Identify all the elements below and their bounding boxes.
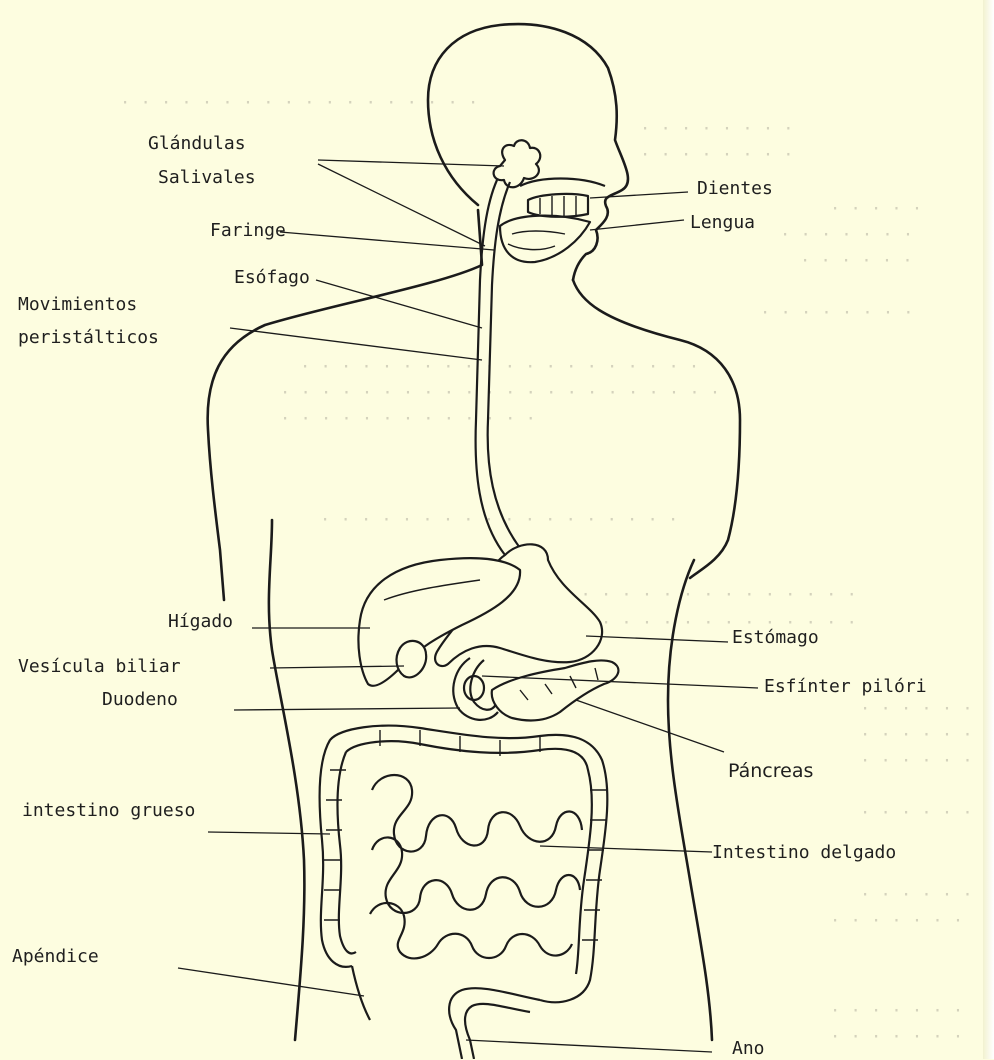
rectum-shape	[449, 988, 540, 1059]
torso-outline-left	[269, 520, 305, 1040]
svg-text:· · · · · · · ·: · · · · · · · ·	[640, 145, 794, 165]
svg-text:· · · · · · · · · · · · · · ·: · · · · · · · · · · · · · · · · · ·	[120, 93, 478, 113]
label-vesicula-biliar: Vesícula biliar	[18, 656, 181, 678]
leader-intestino-grueso	[208, 832, 330, 834]
appendix-shape	[352, 966, 370, 1020]
svg-text:· · · · · · · · · · · · ·: · · · · · · · · · · · · ·	[280, 409, 536, 429]
head-outline	[428, 24, 628, 280]
svg-text:· · · · · ·: · · · · · ·	[860, 751, 973, 771]
svg-text:· · · · · · · · · · · · · · ·: · · · · · · · · · · · · · · · · · · · · …	[280, 383, 720, 403]
label-glandulas-salivales-1: Glándulas	[148, 133, 246, 155]
large-intestine	[320, 726, 608, 1003]
svg-text:· · · · · ·: · · · · · ·	[860, 803, 973, 823]
label-intestino-delgado: Intestino delgado	[712, 842, 896, 864]
label-intestino-grueso: intestino grueso	[22, 800, 195, 822]
svg-text:· · · · · · · ·: · · · · · · · ·	[640, 119, 794, 139]
label-esfinter-pilorico: Esfínter pilóri	[764, 676, 927, 698]
svg-text:· · · · · · · · · · · · · · ·: · · · · · · · · · · · · · · ·	[560, 585, 857, 605]
label-higado: Hígado	[168, 611, 233, 633]
pancreas-shape	[492, 660, 619, 720]
leader-glandulas-2	[318, 164, 485, 246]
label-pancreas: Páncreas	[728, 760, 813, 782]
leader-estomago	[586, 636, 728, 642]
body-outline-right	[573, 280, 740, 578]
gallbladder-shape	[397, 641, 427, 678]
svg-text:· · · · · · ·: · · · · · · ·	[830, 1001, 963, 1021]
leader-pancreas	[576, 700, 724, 752]
label-estomago: Estómago	[732, 627, 819, 649]
label-dientes: Dientes	[697, 178, 773, 200]
svg-text:· · · · · ·: · · · · · ·	[860, 885, 973, 905]
svg-text:· · · · · ·: · · · · · ·	[860, 699, 973, 719]
leader-ano	[466, 1040, 712, 1052]
page-edge	[983, 0, 994, 1059]
label-movimientos-1: Movimientos	[18, 294, 137, 316]
svg-text:· · · · · · · · · · · · · · ·: · · · · · · · · · · · · · · · · · · · ·	[300, 357, 699, 377]
label-ano: Ano	[732, 1038, 765, 1060]
svg-text:· · · · · · · ·: · · · · · · · ·	[760, 303, 914, 323]
svg-text:· · · · ·: · · · · ·	[830, 199, 922, 219]
palate-shape	[520, 179, 605, 187]
label-lengua: Lengua	[690, 212, 755, 234]
svg-text:· · · · · ·: · · · · · ·	[860, 725, 973, 745]
svg-text:· · · · · · · · · · · · · · ·: · · · · · · · · · · · · · · · · · ·	[320, 510, 678, 530]
label-duodeno: Duodeno	[102, 689, 178, 711]
svg-text:· · · · · · ·: · · · · · · ·	[830, 911, 963, 931]
leader-intestino-delgado	[540, 846, 712, 852]
leader-dientes	[590, 192, 688, 198]
svg-text:· · · · · · ·: · · · · · · ·	[780, 225, 913, 245]
leader-duodeno	[234, 708, 460, 710]
small-intestine-coils	[370, 775, 582, 958]
label-faringe: Faringe	[210, 220, 286, 242]
pyloric-sphincter-ring	[464, 676, 484, 700]
svg-text:· · · · · ·: · · · · · ·	[800, 251, 913, 271]
label-movimientos-2: peristálticos	[18, 327, 159, 349]
label-apendice: Apéndice	[12, 946, 99, 968]
teeth-shape	[528, 194, 588, 217]
label-esofago: Esófago	[234, 267, 310, 289]
leader-apendice	[178, 968, 364, 996]
tongue-shape	[500, 216, 590, 263]
label-glandulas-salivales-2: Salivales	[158, 167, 256, 189]
leader-glandulas-1	[318, 160, 504, 166]
leader-movimientos	[230, 328, 482, 360]
duodenum-tube	[453, 658, 498, 720]
svg-text:· · · · · · ·: · · · · · · ·	[830, 1027, 963, 1047]
